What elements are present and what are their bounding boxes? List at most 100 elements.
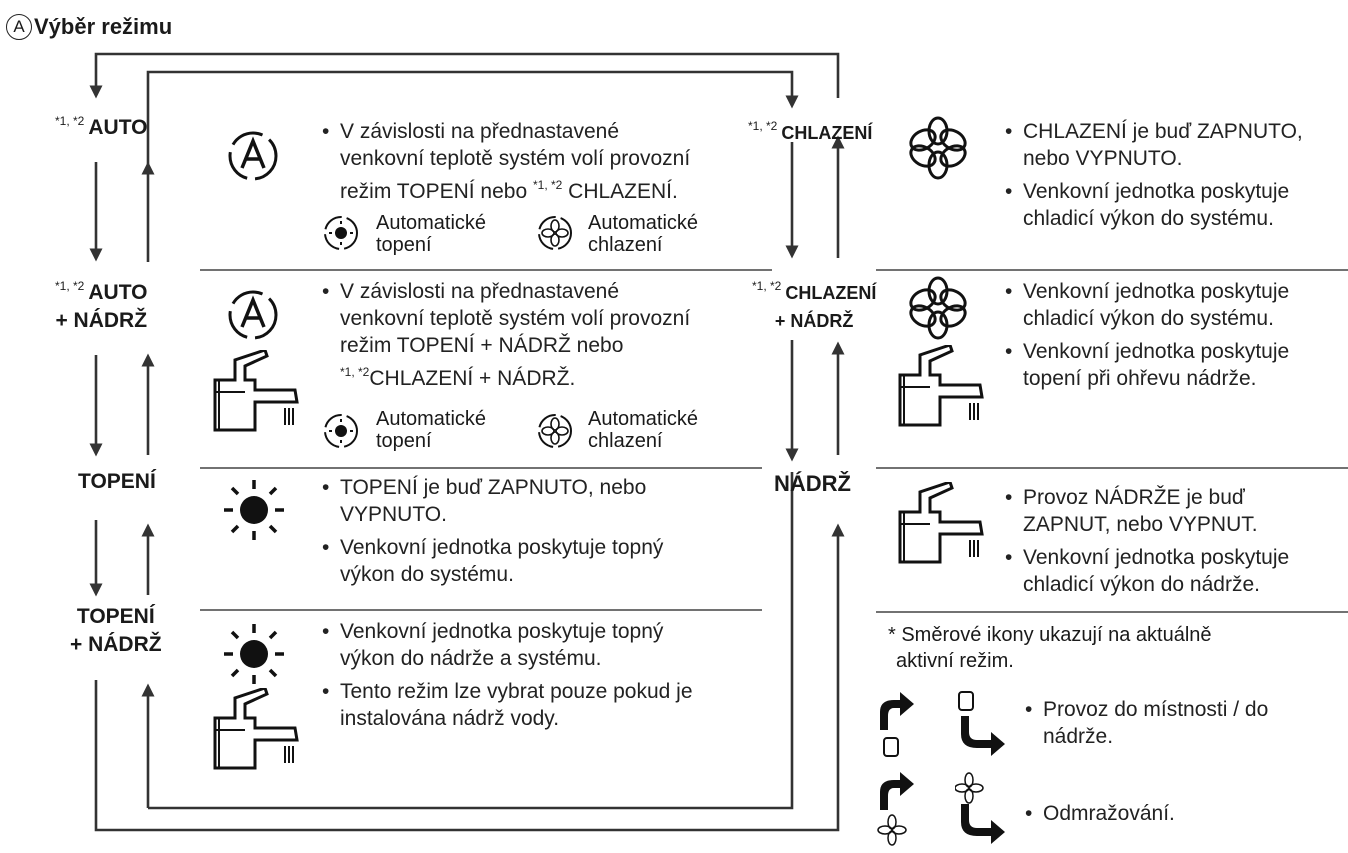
auto-tank-cool-label-1: Automatické (588, 408, 699, 430)
auto-heat-label-1: Automatické (376, 212, 487, 234)
mode-heat-label: TOPENÍ (78, 470, 156, 493)
auto-heat-icon (324, 414, 358, 448)
desc-cool-tank: • Venkovní jednotka poskytuje chladicí vý… (1005, 278, 1345, 392)
desc-auto-tank-l1: V závislosti na přednastavené (340, 280, 619, 303)
snowflake-icon (909, 276, 967, 340)
mode-cool-tank-sup: *1, *2 (752, 279, 782, 293)
mode-auto-tank-label1: AUTO (88, 281, 148, 304)
bullet: • (1005, 486, 1013, 509)
desc-tank-b1l1: Provoz NÁDRŽE je buď (1023, 486, 1245, 509)
auto-cool-label-2: chlazení (588, 234, 663, 256)
desc-auto-tank-l2: venkovní teplotě systém volí provozní (340, 307, 691, 330)
desc-auto: • V závislosti na přednastavené venkovní … (322, 118, 762, 205)
mode-tank-label: NÁDRŽ (774, 471, 851, 496)
direction-down-tank-icon (958, 691, 1005, 756)
auto-mode-icon (228, 131, 278, 181)
faucet-icon (213, 350, 299, 432)
desc-auto-l1: V závislosti na přednastavené (340, 120, 619, 143)
bullet: • (1005, 120, 1013, 143)
desc-heat-b2l2: výkon do systému. (340, 563, 514, 586)
desc-heat-tank: • Venkovní jednotka poskytuje topný výkon… (322, 618, 762, 732)
desc-heat-b1l1: TOPENÍ je buď ZAPNUTO, nebo (340, 476, 647, 499)
desc-cool-tank-b2l1: Venkovní jednotka poskytuje (1023, 340, 1290, 363)
desc-auto-tank-l4: *1, *2CHLAZENÍ + NÁDRŽ. (322, 359, 762, 392)
desc-cool-tank-b2l2: topení při ohřevu nádrže. (1023, 367, 1257, 390)
auto-heat-icon (324, 216, 358, 250)
desc-cool: •CHLAZENÍ je buď ZAPNUTO, nebo VYPNUTO. … (1005, 118, 1345, 232)
auto-mode-icon (228, 290, 278, 340)
auto-tank-heat-label: Automatické topení (376, 408, 486, 452)
faucet-icon (213, 688, 299, 770)
sun-icon (224, 480, 284, 540)
note-room-tank-l2: nádrže. (1043, 725, 1114, 748)
desc-auto-l3b: CHLAZENÍ. (562, 180, 678, 203)
desc-auto-tank-l3: režim TOPENÍ + NÁDRŽ nebo (340, 334, 624, 357)
auto-cool-label: Automatické chlazení (588, 212, 698, 256)
desc-auto-l3: režim TOPENÍ nebo *1, *2 CHLAZENÍ. (322, 172, 762, 205)
snowflake-icon (909, 116, 967, 180)
title-badge: A (6, 14, 32, 40)
desc-tank-b2l1: Venkovní jednotka poskytuje (1023, 546, 1290, 569)
bullet: • (1005, 340, 1013, 363)
desc-cool-b2l2: chladicí výkon do systému. (1023, 207, 1274, 230)
direction-note: * Směrové ikony ukazují na aktuálně akti… (888, 622, 1338, 674)
mode-cool-sup: *1, *2 (748, 119, 778, 133)
bullet: • (322, 620, 330, 643)
note-room-tank-l1: Provoz do místnosti / do (1043, 698, 1269, 721)
bullet: • (1025, 802, 1033, 825)
desc-cool-tank-b1l2: chladicí výkon do systému. (1023, 307, 1274, 330)
auto-cool-icon (538, 216, 572, 250)
desc-heat-tank-b1l2: výkon do nádrže a systému. (340, 647, 602, 670)
mode-tank[interactable]: NÁDRŽ (774, 470, 851, 498)
direction-up-defrost-icon (877, 772, 914, 846)
sun-icon (224, 624, 284, 684)
bullet: • (1005, 546, 1013, 569)
bullet: • (322, 680, 330, 703)
mode-auto-sup: *1, *2 (55, 114, 85, 128)
bullet: • (322, 280, 330, 303)
desc-tank-b1l2: ZAPNUT, nebo VYPNUT. (1023, 513, 1258, 536)
desc-heat: •TOPENÍ je buď ZAPNUTO, nebo VYPNUTO. •V… (322, 474, 762, 588)
bullet: • (322, 120, 330, 143)
desc-auto-l3sup: *1, *2 (532, 178, 563, 192)
auto-heat-label-2: topení (376, 234, 432, 256)
faucet-icon (898, 482, 984, 564)
auto-cool-label-1: Automatické (588, 212, 699, 234)
desc-auto-tank-l4sup: *1, *2 (340, 365, 370, 379)
note-room-tank: • Provoz do místnosti / do nádrže. (1025, 696, 1335, 750)
faucet-icon (898, 345, 984, 427)
mode-auto-tank-sup: *1, *2 (55, 279, 85, 293)
note-l2: aktivní režim. (896, 650, 1014, 672)
bullet: • (1025, 698, 1033, 721)
desc-tank-b2l2: chladicí výkon do nádrže. (1023, 573, 1260, 596)
mode-cool-label: CHLAZENÍ (781, 123, 873, 143)
mode-heat[interactable]: TOPENÍ (78, 468, 156, 496)
mode-cool-tank-label2: + NÁDRŽ (774, 311, 854, 331)
mode-heat-tank-label1: TOPENÍ (76, 605, 155, 628)
auto-tank-cool-label-2: chlazení (588, 430, 663, 452)
mode-auto-tank-label2: + NÁDRŽ (55, 309, 148, 332)
bullet: • (1005, 180, 1013, 203)
desc-heat-b1l2: VYPNUTO. (340, 503, 447, 526)
page-title: A Výběr režimu (6, 14, 172, 40)
desc-auto-l2: venkovní teplotě systém volí provozní (340, 147, 691, 170)
title-text: Výběr režimu (34, 14, 173, 39)
desc-cool-b1l1: CHLAZENÍ je buď ZAPNUTO, (1023, 120, 1303, 143)
desc-heat-tank-b1l1: Venkovní jednotka poskytuje topný (340, 620, 664, 643)
mode-heat-tank[interactable]: TOPENÍ + NÁDRŽ (70, 603, 162, 659)
bullet: • (1005, 280, 1013, 303)
auto-cool-icon (538, 414, 572, 448)
auto-tank-heat-label-2: topení (376, 430, 432, 452)
mode-cool-tank-label1: CHLAZENÍ (785, 283, 877, 303)
bullet: • (322, 476, 330, 499)
desc-auto-l3a: režim TOPENÍ nebo (340, 180, 533, 203)
mode-heat-tank-label2: + NÁDRŽ (70, 633, 162, 656)
auto-tank-cool-label: Automatické chlazení (588, 408, 698, 452)
auto-heat-label: Automatické topení (376, 212, 486, 256)
desc-cool-b1l2: nebo VYPNUTO. (1023, 147, 1183, 170)
